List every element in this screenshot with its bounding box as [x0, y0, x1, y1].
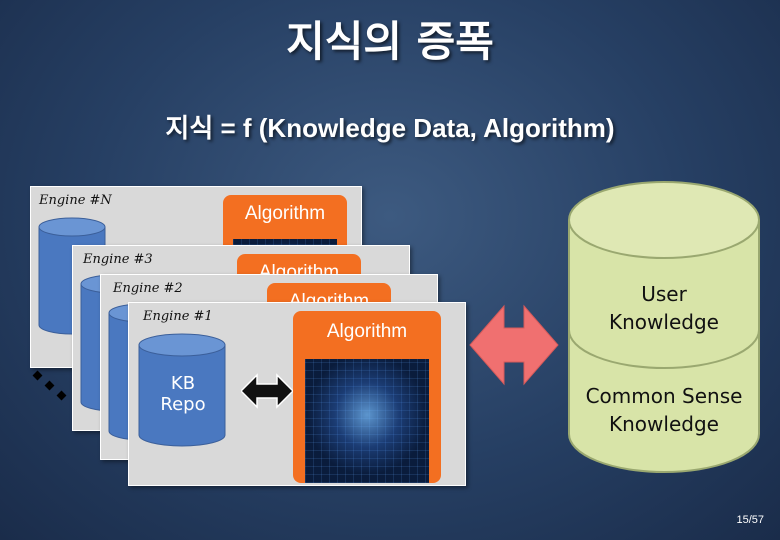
algorithm-label: Algorithm: [223, 203, 347, 225]
kb-repo-line1: KB: [147, 373, 219, 394]
common-sense-line2: Knowledge: [566, 410, 762, 438]
common-sense-label: Common Sense Knowledge: [566, 382, 762, 438]
algorithm-label: Algorithm: [293, 321, 441, 343]
ellipsis-dots-icon: [30, 368, 70, 404]
brain-circuit-image: [305, 359, 429, 483]
common-sense-line1: Common Sense: [566, 382, 762, 410]
engine-label: Engine #N: [39, 193, 112, 208]
engine-label: Engine #1: [143, 309, 213, 324]
double-arrow-icon: [468, 300, 560, 390]
kb-repo-label: KB Repo: [147, 373, 219, 415]
user-knowledge-label: User Knowledge: [576, 280, 752, 336]
engine-label: Engine #2: [113, 281, 183, 296]
bidirectional-arrow-icon: [241, 373, 293, 409]
slide-title: 지식의 증폭: [0, 8, 780, 69]
algorithm-box: Algorithm: [293, 311, 441, 483]
user-knowledge-line2: Knowledge: [576, 308, 752, 336]
engine-label: Engine #3: [83, 252, 153, 267]
knowledge-formula: 지식 = f (Knowledge Data, Algorithm): [0, 108, 780, 145]
user-knowledge-line1: User: [576, 280, 752, 308]
kb-repo-line2: Repo: [147, 394, 219, 415]
page-number: 15/57: [736, 514, 764, 526]
engine-panel-1: Engine #1 KB Repo Algorithm: [128, 302, 466, 486]
